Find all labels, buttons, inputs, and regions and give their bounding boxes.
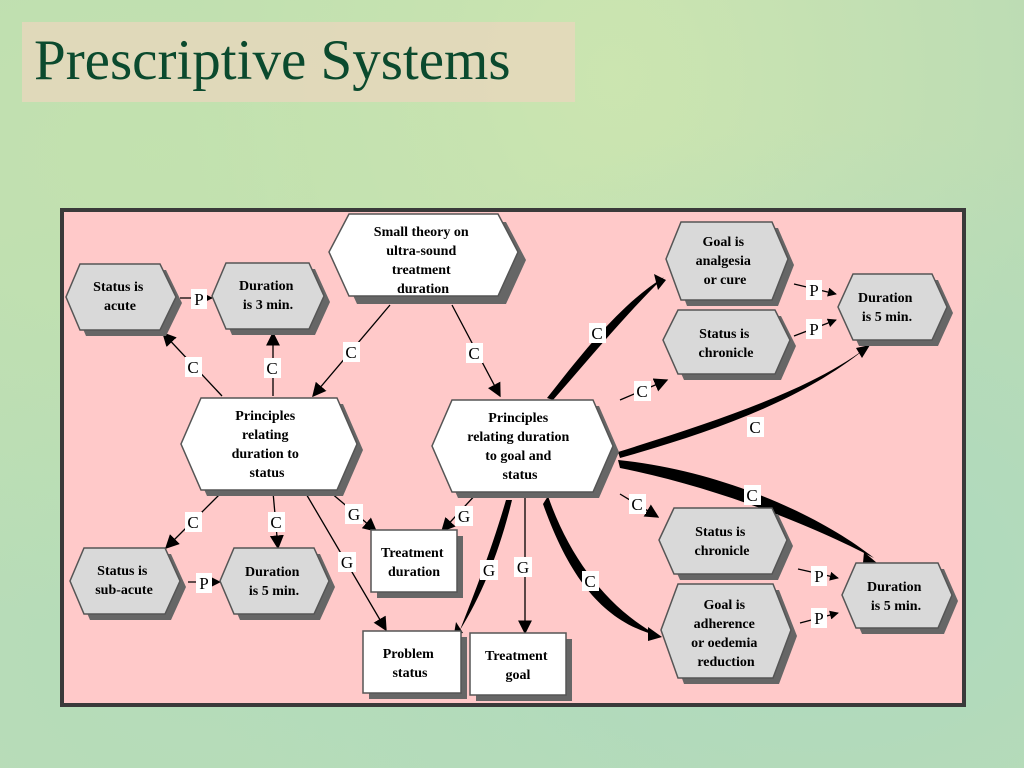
edge-label-c: C [747, 417, 764, 437]
thick-edge-to-goal-adherence [543, 496, 659, 636]
svg-text:P: P [809, 320, 818, 339]
node-problem-status: Problem status [362, 630, 467, 699]
svg-text:G: G [483, 561, 495, 580]
svg-text:P: P [814, 567, 823, 586]
svg-text:C: C [345, 343, 356, 362]
node-status-subacute: Status is sub-acute [69, 547, 186, 620]
node-small-theory: Small theory on ultra-sound treatment du… [328, 213, 526, 304]
svg-text:G: G [458, 507, 470, 526]
edge-label-g: G [480, 560, 498, 580]
edge-label-c: C [185, 512, 202, 532]
node-principles-goal-label: Principles relating duration to goal and… [467, 411, 573, 483]
svg-text:C: C [746, 486, 757, 505]
node-treatment-goal: Treatment goal [469, 632, 572, 701]
node-goal-adherence-label: Goal is adherence or oedemia reduction [691, 598, 761, 670]
node-principles-goal: Principles relating duration to goal and… [431, 399, 619, 498]
edge-label-g: G [514, 557, 532, 577]
edge-label-c: C [629, 494, 646, 514]
node-duration-5-top-right-label: Duration is 5 min. [858, 291, 916, 325]
svg-text:P: P [199, 574, 208, 593]
svg-text:C: C [631, 495, 642, 514]
node-status-chronicle-top-label: Status is chronicle [699, 327, 754, 361]
node-principles-status-label: Principles relating duration to status [232, 409, 303, 481]
edge-label-p: P [806, 319, 822, 339]
edge-labels: C C C C P C C P [185, 280, 827, 628]
edge-label-c: C [268, 512, 285, 532]
svg-text:C: C [270, 513, 281, 532]
edge-label-c: C [634, 381, 651, 401]
node-treatment-duration: Treatment duration [370, 529, 463, 598]
node-duration-5-left: Duration is 5 min. [219, 547, 335, 620]
svg-text:G: G [348, 505, 360, 524]
node-duration-5-bottom-right: Duration is 5 min. [841, 562, 958, 634]
node-status-acute-label: Status is acute [93, 280, 147, 314]
svg-text:C: C [749, 418, 760, 437]
node-duration-3-label: Duration is 3 min. [239, 279, 297, 313]
edge-label-c: C [744, 485, 761, 505]
edge-label-p: P [811, 608, 827, 628]
node-status-chronicle-bottom-label: Status is chronicle [695, 525, 750, 559]
svg-text:C: C [468, 344, 479, 363]
node-goal-adherence: Goal is adherence or oedemia reduction [660, 583, 797, 684]
page-title: Prescriptive Systems [34, 29, 511, 92]
node-duration-5-top-right: Duration is 5 min. [837, 273, 953, 346]
thick-edge-to-duration-5-top [618, 348, 866, 458]
node-status-chronicle-bottom: Status is chronicle [658, 507, 793, 580]
svg-text:C: C [636, 382, 647, 401]
svg-text:C: C [266, 359, 277, 378]
edge-label-c: C [466, 343, 483, 363]
title-box: Prescriptive Systems [22, 22, 575, 102]
node-status-acute: Status is acute [65, 263, 182, 336]
edge-label-g: G [338, 552, 356, 572]
svg-text:G: G [341, 553, 353, 572]
edge-label-c: C [343, 342, 360, 362]
node-goal-analgesia: Goal is analgesia or cure [665, 221, 794, 306]
edge-label-g: G [345, 504, 363, 524]
svg-text:C: C [584, 572, 595, 591]
svg-text:P: P [814, 609, 823, 628]
node-principles-status: Principles relating duration to status [180, 397, 363, 496]
node-status-chronicle-top: Status is chronicle [662, 309, 796, 380]
svg-text:C: C [591, 324, 602, 343]
node-duration-5-left-label: Duration is 5 min. [245, 565, 303, 599]
thick-edge-to-duration-5-bottom [618, 460, 874, 558]
edge-label-g: G [455, 506, 473, 526]
edge-label-c: C [582, 571, 599, 591]
svg-text:C: C [187, 358, 198, 377]
edge-label-p: P [806, 280, 822, 300]
edge-label-p: P [811, 566, 827, 586]
node-treatment-duration-label: Treatment duration [381, 546, 447, 580]
nodes: Small theory on ultra-sound treatment du… [65, 213, 958, 701]
node-status-subacute-label: Status is sub-acute [95, 564, 153, 598]
edge-label-p: P [191, 289, 207, 309]
svg-text:P: P [194, 290, 203, 309]
svg-text:G: G [517, 558, 529, 577]
node-duration-3: Duration is 3 min. [211, 262, 330, 335]
edge-label-c: C [185, 357, 202, 377]
svg-text:C: C [187, 513, 198, 532]
edge-label-p: P [196, 573, 212, 593]
node-duration-5-bottom-right-label: Duration is 5 min. [867, 580, 925, 614]
node-goal-analgesia-label: Goal is analgesia or cure [696, 235, 755, 288]
edge-label-c: C [264, 358, 281, 378]
node-treatment-goal-label: Treatment goal [485, 649, 551, 683]
node-problem-status-label: Problem status [383, 647, 438, 681]
node-small-theory-label: Small theory on ultra-sound treatment du… [374, 225, 472, 297]
edge-label-c: C [589, 323, 606, 343]
svg-text:P: P [809, 281, 818, 300]
